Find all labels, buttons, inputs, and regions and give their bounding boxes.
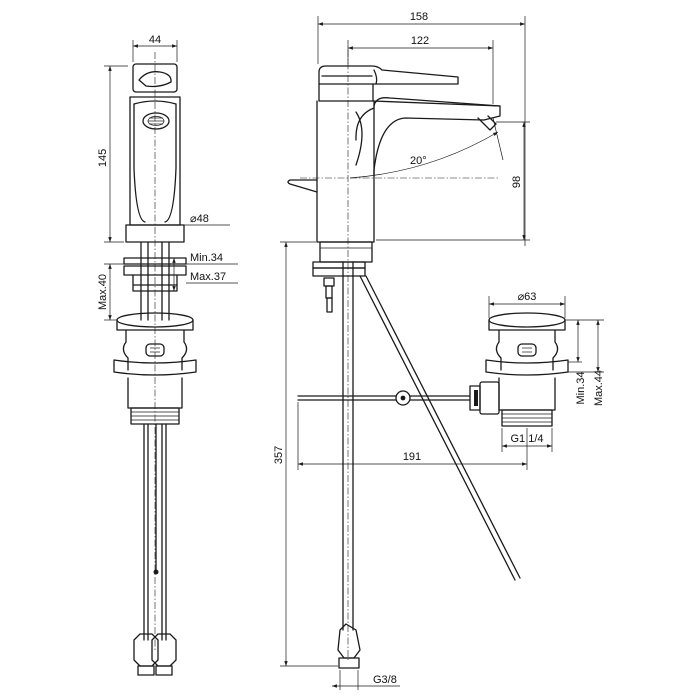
front-view: 44 145 ⌀48 Min.34 Max.37 Max.40: [97, 34, 238, 676]
side-waste: [469, 312, 569, 427]
dim-spout-angle: 20°: [410, 155, 427, 167]
dim-body-height: 145: [97, 149, 109, 167]
side-linkage: [297, 275, 521, 581]
side-lever: [318, 65, 459, 85]
dim-waste-diameter: ⌀63: [518, 291, 537, 303]
dim-body-diameter: ⌀48: [190, 213, 209, 225]
side-dimensions: 158 122 20° 98 357 191 ⌀63: [273, 11, 605, 690]
dim-waste-min: Min.34: [575, 371, 587, 404]
front-hoses: [133, 423, 177, 676]
dim-min-deck: Min.34: [190, 252, 223, 264]
dim-max-deck: Max.37: [190, 271, 226, 283]
dim-waste-thread: G1 1/4: [510, 433, 543, 445]
dim-waste-max: Max.44: [593, 370, 605, 406]
dim-hose-thread: G3/8: [373, 674, 397, 686]
dim-max-40: Max.40: [97, 274, 109, 310]
dim-body-width: 44: [149, 34, 161, 46]
side-body: [287, 83, 501, 263]
front-dimensions: 44 145 ⌀48 Min.34 Max.37 Max.40: [97, 34, 238, 321]
dim-spout-height: 98: [511, 176, 523, 188]
front-shank: [123, 241, 187, 321]
dim-overall-reach: 158: [410, 11, 428, 23]
front-lever: [132, 63, 178, 93]
dim-rod-length: 191: [403, 451, 421, 463]
front-body: [125, 96, 185, 243]
dim-spout-reach: 122: [411, 35, 429, 47]
front-waste: [113, 312, 197, 425]
side-view: 158 122 20° 98 357 191 ⌀63: [273, 11, 605, 690]
dim-hose-length: 357: [273, 446, 285, 464]
side-shank: [312, 261, 366, 669]
